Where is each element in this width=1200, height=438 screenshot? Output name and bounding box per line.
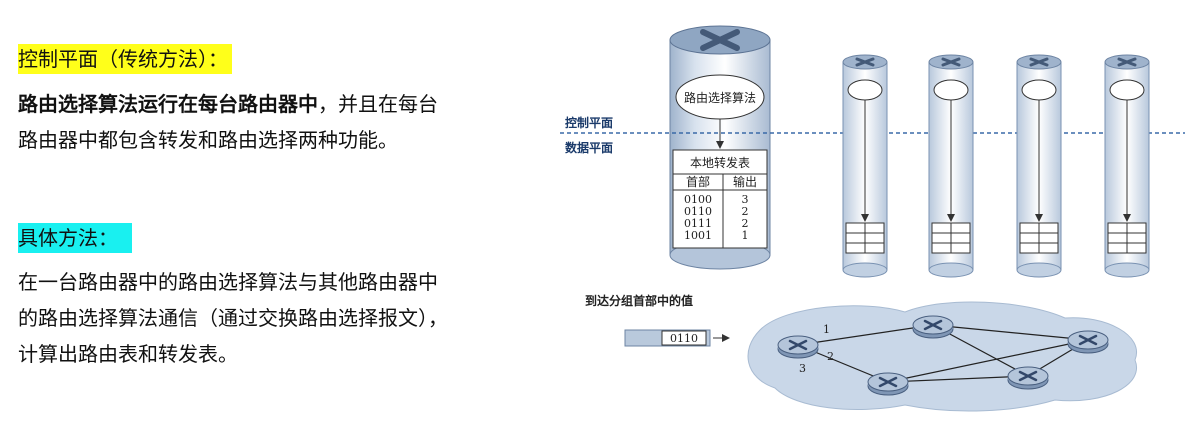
port-label-2: 2 (827, 350, 834, 363)
table-cell-output: 2 (742, 217, 749, 230)
router-cylinder (928, 54, 974, 278)
paragraph-text: ，并且在每台 (318, 92, 438, 116)
table-cell-output: 1 (742, 229, 749, 242)
packet-value-box (661, 330, 707, 346)
table-col-header: 首部 (686, 174, 710, 189)
paragraph-text: 路由器中都包含转发和路由选择两种功能。 (18, 128, 398, 152)
control-plane-label: 控制平面 (565, 115, 613, 130)
port-label-1: 1 (823, 323, 830, 336)
heading-control-plane: 控制平面（传统方法）： (18, 44, 232, 74)
table-cell-output: 3 (742, 193, 749, 206)
paragraph-text: 计算出路由表和转发表。 (18, 342, 238, 366)
table-col-output: 输出 (733, 174, 757, 189)
table-cell-output: 2 (742, 205, 749, 218)
table-cell-header: 0100 (684, 193, 712, 206)
network-router-icon (867, 372, 909, 396)
paragraph-text: 在一台路由器中的路由选择算法与其他路由器中 (18, 270, 438, 294)
network-router-icon (1007, 366, 1049, 390)
paragraph-control-plane: 路由选择算法运行在每台路由器中，并且在每台 路由器中都包含转发和路由选择两种功能… (18, 86, 558, 158)
forwarding-table (672, 149, 768, 249)
packet-value: 0110 (670, 332, 698, 345)
paragraph-method: 在一台路由器中的路由选择算法与其他路由器中 的路由选择算法通信（通过交换路由选择… (18, 264, 558, 372)
router-x-icon (700, 29, 740, 51)
network-router-icon (912, 315, 954, 339)
table-title: 本地转发表 (690, 155, 750, 170)
router-cylinder (1016, 54, 1062, 278)
port-label-3: 3 (799, 362, 806, 375)
network-router-icon (1067, 330, 1109, 354)
table-cell-header: 0111 (684, 217, 712, 230)
router-cylinder (842, 54, 888, 278)
paragraph-bold-phrase: 路由选择算法运行在每台路由器中 (18, 92, 318, 116)
network-router-icon (777, 335, 819, 359)
heading-method: 具体方法： (18, 223, 132, 253)
data-plane-label: 数据平面 (565, 140, 613, 155)
routing-algorithm-label: 路由选择算法 (684, 90, 756, 105)
arrival-label: 到达分组首部中的值 (585, 293, 693, 308)
table-cell-header: 1001 (684, 229, 712, 242)
router-cylinder (1104, 54, 1150, 278)
paragraph-text: 的路由选择算法通信（通过交换路由选择报文）， (18, 306, 448, 330)
table-cell-header: 0110 (684, 205, 712, 218)
